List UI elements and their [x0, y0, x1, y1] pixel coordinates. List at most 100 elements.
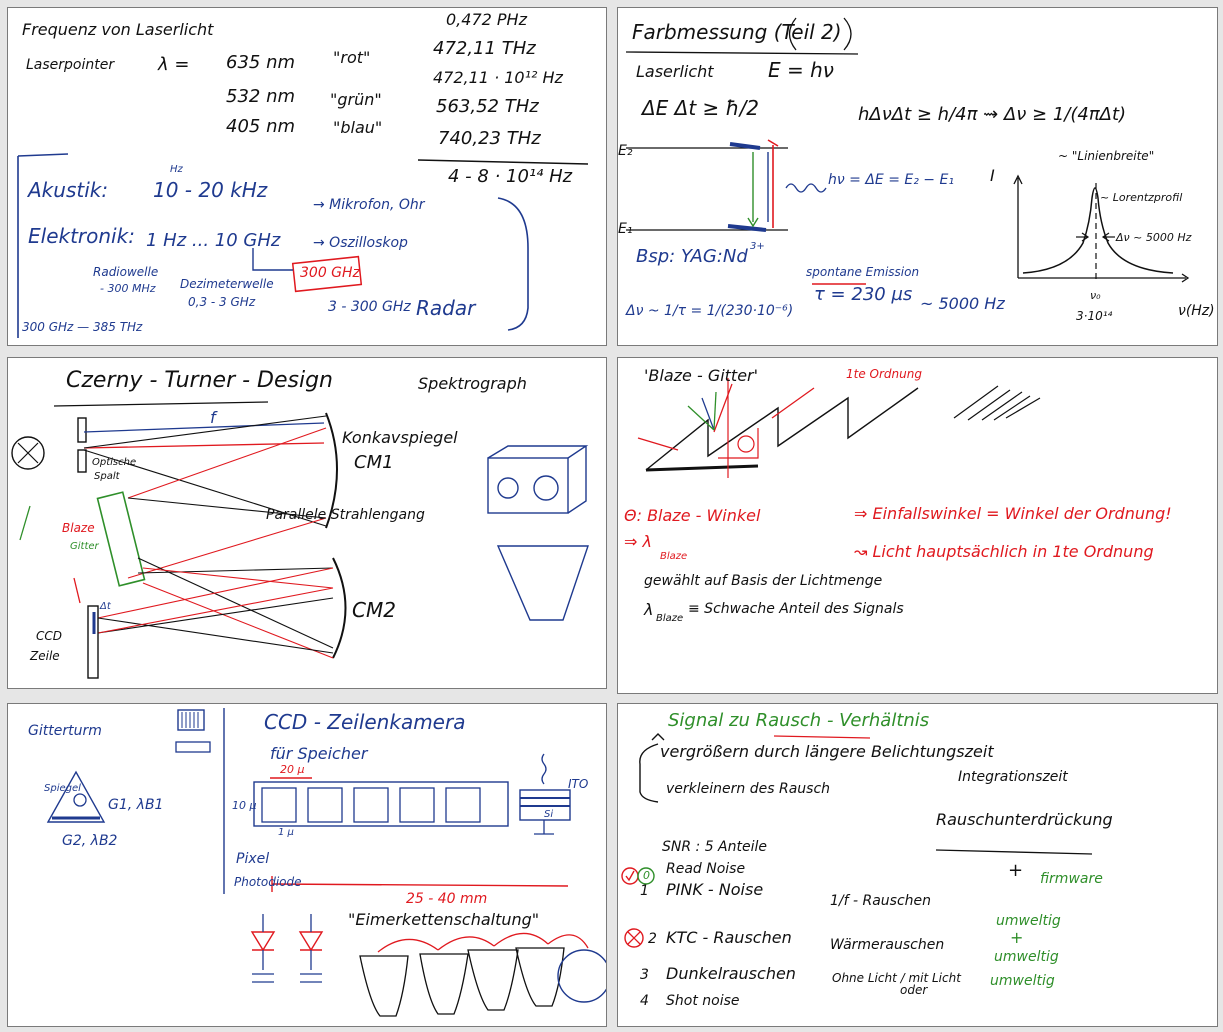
- theta-definition: Θ: Blaze - Winkel: [624, 506, 761, 525]
- dunkel-description: Ohne Licht / mit Licht: [832, 971, 961, 985]
- freq-2: 472,11 THz: [433, 38, 536, 59]
- si-label: Si: [544, 809, 554, 820]
- slide3-title: Czerny - Turner - Design: [66, 368, 333, 393]
- slide-laser-frequency: Frequenz von Laserlicht Laserpointer λ =…: [7, 7, 607, 346]
- elektronik-device: → Oszilloskop: [313, 235, 408, 251]
- item-1-number: 1: [640, 883, 649, 899]
- slide3-drawing: [11, 401, 589, 679]
- integrationszeit-note: Integrationszeit: [958, 769, 1068, 785]
- schwache-anteil: ≡ Schwache Anteil des Signals: [688, 601, 904, 617]
- energy-eq: E = hν: [768, 58, 834, 82]
- spalt-label: Spalt: [94, 471, 120, 482]
- lambda-blaze: ⇒ λ: [624, 532, 652, 551]
- blaze-label: Blaze: [62, 521, 95, 535]
- slide1-drawing: [17, 153, 589, 338]
- akustik-label: Akustik:: [28, 178, 109, 202]
- focal-label: f: [210, 408, 216, 427]
- verkleinern-note: verkleinern des Rausch: [666, 781, 831, 797]
- wavelength-532: 532 nm: [226, 86, 296, 107]
- dezimeter-label: Dezimeterwelle: [180, 277, 274, 291]
- transition-eq: hν = ΔE = E₂ − E₁: [828, 172, 954, 188]
- pixel-width: 20 µ: [280, 763, 305, 776]
- lambda-blaze-2: λ: [644, 600, 654, 619]
- grating-g2: G2, λB2: [62, 833, 118, 849]
- freq-4: 563,52 THz: [436, 96, 539, 117]
- lambda-blaze-2-sub: Blaze: [656, 613, 684, 624]
- umweltig-2: umweltig: [994, 949, 1059, 965]
- pixel-small: 1 µ: [278, 827, 294, 838]
- approx-5000: ~ 5000 Hz: [920, 294, 1005, 313]
- slide5-title: CCD - Zeilenkamera: [264, 710, 466, 734]
- radar-range: 3 - 300 GHz: [328, 299, 411, 315]
- slide2-title: Farbmessung (Teil 2): [632, 20, 842, 44]
- axis-i-label: I: [990, 166, 995, 185]
- ccd-label: CCD: [36, 629, 62, 643]
- firmware-label: firmware: [1040, 871, 1103, 887]
- photodiode-label: Photodiode: [234, 875, 302, 889]
- radar-label: Radar: [416, 296, 476, 320]
- akustik-range: 10 - 20 kHz: [153, 178, 268, 202]
- akustik-hz-note: Hz: [170, 164, 183, 175]
- label-rot: "rot": [333, 48, 371, 67]
- vergroessern-note: vergrößern durch längere Belichtungszeit: [660, 742, 994, 761]
- rauschunterdrueckung-label: Rauschunterdrückung: [936, 810, 1113, 829]
- lorentz-label: ~ Lorentzprofil: [1100, 191, 1183, 204]
- einfallswinkel-note: ⇒ Einfallswinkel = Winkel der Ordnung!: [854, 504, 1172, 523]
- radiowelle-label: Radiowelle: [93, 265, 159, 279]
- slide6-title: Signal zu Rausch - Verhältnis: [668, 710, 930, 731]
- freq-3: 472,11 · 10¹² Hz: [433, 68, 563, 87]
- first-order-label: 1te Ordnung: [846, 367, 922, 381]
- ito-label: ITO: [568, 777, 589, 791]
- linewidth-label: Δν ~ 5000 Hz: [1116, 231, 1192, 244]
- akustik-device: → Mikrofon, Ohr: [313, 197, 425, 213]
- snr-anteile: SNR : 5 Anteile: [662, 839, 768, 855]
- speicher-label: für Speicher: [270, 744, 368, 763]
- cm2-label: CM2: [352, 598, 396, 622]
- ghz300-boxed: 300 GHz: [300, 265, 360, 281]
- item-3-number: 3: [640, 967, 649, 983]
- freq-5: 740,23 THz: [438, 128, 541, 149]
- lambda-blaze-sub: Blaze: [660, 551, 688, 562]
- wavelength-405: 405 nm: [226, 116, 296, 137]
- slide1-title: Frequenz von Laserlicht: [22, 20, 214, 39]
- slide6-drawing: [621, 733, 1093, 948]
- ktc-noise: KTC - Rauschen: [666, 928, 792, 947]
- slide-czerny-turner: Czerny - Turner - Design Spektrograph f …: [7, 357, 607, 689]
- label-blau: "blau": [333, 118, 383, 137]
- item-2-number: 2: [648, 931, 657, 947]
- spiegel-label: Spiegel: [44, 783, 81, 794]
- tau-value: τ = 230 µs: [814, 284, 913, 305]
- cm1-label: CM1: [354, 452, 394, 473]
- slide-farbmessung: Farbmessung (Teil 2) Laserlicht E = hν Δ…: [617, 7, 1218, 346]
- length-range: 25 - 40 mm: [406, 891, 488, 907]
- pink-description: 1/f - Rauschen: [830, 893, 932, 909]
- x-axis-label: ν(Hz): [1178, 303, 1215, 319]
- umweltig-3: umweltig: [990, 973, 1055, 989]
- spontane-emission: spontane Emission: [806, 265, 920, 279]
- linewidth-formula: Δν ~ 1/τ = 1/(230·10⁻⁶): [626, 303, 794, 319]
- plus-sign-2: +: [1010, 928, 1024, 947]
- slide4-drawing: [637, 378, 1041, 478]
- elektronik-label: Elektronik:: [28, 224, 135, 248]
- x-tick: 3·10¹⁴: [1076, 309, 1113, 323]
- plus-sign: +: [1008, 860, 1024, 881]
- uncertainty-eq: ΔE Δt ≥ ħ/2: [642, 96, 760, 120]
- uncertainty-eq2: hΔνΔt ≥ h/4π ⇝ Δν ≥ 1/(4πΔt): [858, 104, 1127, 125]
- hauptsaechlich-note: ↝ Licht hauptsächlich in 1te Ordnung: [854, 542, 1154, 561]
- item-4-number: 4: [640, 993, 649, 1009]
- freq-1: 0,472 PHz: [446, 10, 527, 29]
- level-e2: E₂: [618, 143, 633, 159]
- slide4-title: 'Blaze - Gitter': [644, 366, 759, 385]
- laserlicht-label: Laserlicht: [636, 62, 714, 81]
- label-gruen: "grün": [330, 90, 382, 109]
- wavelength-635: 635 nm: [226, 52, 296, 73]
- slide-blaze-gitter: 'Blaze - Gitter' 1te Ordnung Θ: Blaze - …: [617, 357, 1218, 694]
- delta-t-label: Δt: [100, 601, 111, 612]
- item-0-number: 0: [643, 869, 650, 882]
- eimerkettenschaltung-label: "Eimerkettenschaltung": [348, 910, 540, 929]
- parallele-strahlengang: Parallele Strahlengang: [266, 507, 425, 523]
- linienbreite-label: ~ "Linienbreite": [1058, 149, 1155, 163]
- laserpointer-label: Laserpointer: [26, 57, 115, 73]
- dunkelrauschen: Dunkelrauschen: [666, 964, 796, 983]
- freq-range: 4 - 8 · 10¹⁴ Hz: [448, 166, 573, 187]
